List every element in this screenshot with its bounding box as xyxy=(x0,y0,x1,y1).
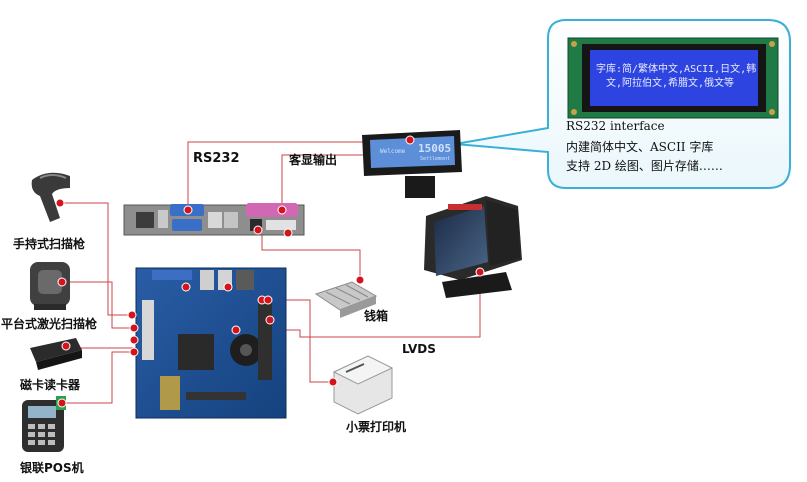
label-customer-display-out: 客显输出 xyxy=(289,153,338,167)
motherboard-image xyxy=(135,267,287,419)
lcd-row-1: 字库:简/繁体中文,ASCII,日文,韩 xyxy=(596,64,757,75)
line-rs232 xyxy=(187,141,366,208)
display-sub: Settlement xyxy=(420,156,451,162)
label-receipt-printer: 小票打印机 xyxy=(346,420,407,434)
platform-scanner-image xyxy=(30,262,70,310)
display-amount: 15005 xyxy=(418,142,452,155)
label-rs232: RS232 xyxy=(193,151,240,166)
handheld-scanner-image xyxy=(31,172,70,222)
label-unionpay-pos: 银联POS机 xyxy=(20,461,84,475)
callout-line-2: 内建简体中文、ASCII 字库 xyxy=(566,140,714,154)
lcd-row-2: 文,阿拉伯文,希腊文,俄文等 xyxy=(606,78,735,89)
lcd-module xyxy=(567,37,779,119)
card-reader-image xyxy=(30,338,82,370)
label-handheld-scanner: 手持式扫描枪 xyxy=(13,237,86,251)
label-cash-drawer: 钱箱 xyxy=(364,309,389,323)
label-lvds: LVDS xyxy=(402,342,436,356)
pos-terminal-image xyxy=(22,396,66,452)
touch-monitor-image xyxy=(424,196,522,298)
line-pos xyxy=(62,351,134,404)
connection-dots xyxy=(55,135,485,408)
callout-line-1: RS232 interface xyxy=(566,119,665,133)
line-platform-scanner xyxy=(62,281,134,329)
label-platform-scanner: 平台式激光扫描枪 xyxy=(1,317,98,331)
line-handheld-scanner xyxy=(60,202,132,316)
callout-line-3: 支持 2D 绘图、图片存储…… xyxy=(566,159,723,173)
display-welcome: Welcome xyxy=(380,148,406,155)
label-card-reader: 磁卡读卡器 xyxy=(20,378,81,392)
line-printer xyxy=(268,299,333,383)
io-panel-image xyxy=(123,203,305,236)
customer-display-image xyxy=(362,130,462,198)
cash-drawer-image xyxy=(314,281,378,318)
receipt-printer-image xyxy=(332,355,394,415)
line-cash-drawer xyxy=(261,232,361,278)
